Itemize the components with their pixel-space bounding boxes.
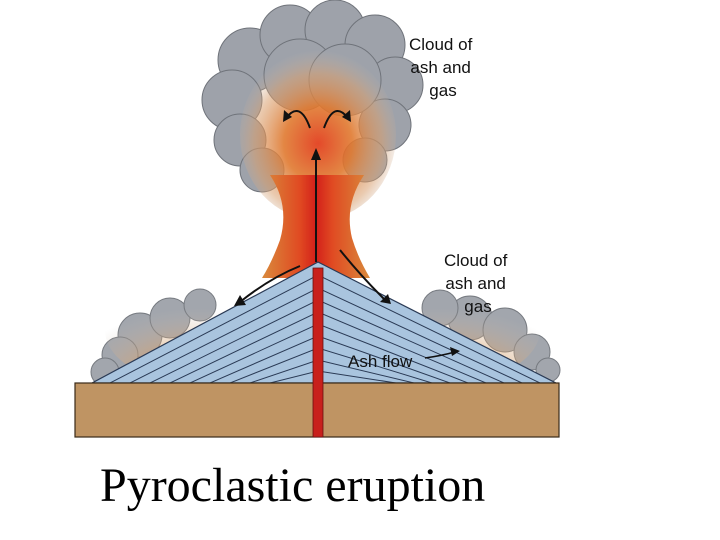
label-cloud-side: Cloud of ash and gas <box>444 251 512 316</box>
arrow-slope-left <box>239 265 301 303</box>
label-cloud-top-line3: gas <box>429 81 456 100</box>
label-cloud-top: Cloud of ash and gas <box>409 35 477 100</box>
label-cloud-top-line2: ash and <box>410 58 471 77</box>
label-ash-flow: Ash flow <box>348 352 413 371</box>
flow-arrows <box>234 109 460 359</box>
magma-conduit <box>312 267 324 438</box>
arrow-up-head <box>311 148 321 160</box>
label-cloud-side-line2: ash and <box>445 274 506 293</box>
label-cloud-side-line1: Cloud of <box>444 251 508 270</box>
label-cloud-top-line1: Cloud of <box>409 35 473 54</box>
caption-title: Pyroclastic eruption <box>100 459 486 512</box>
arrow-slope-right <box>339 249 386 301</box>
label-cloud-side-line3: gas <box>464 297 491 316</box>
